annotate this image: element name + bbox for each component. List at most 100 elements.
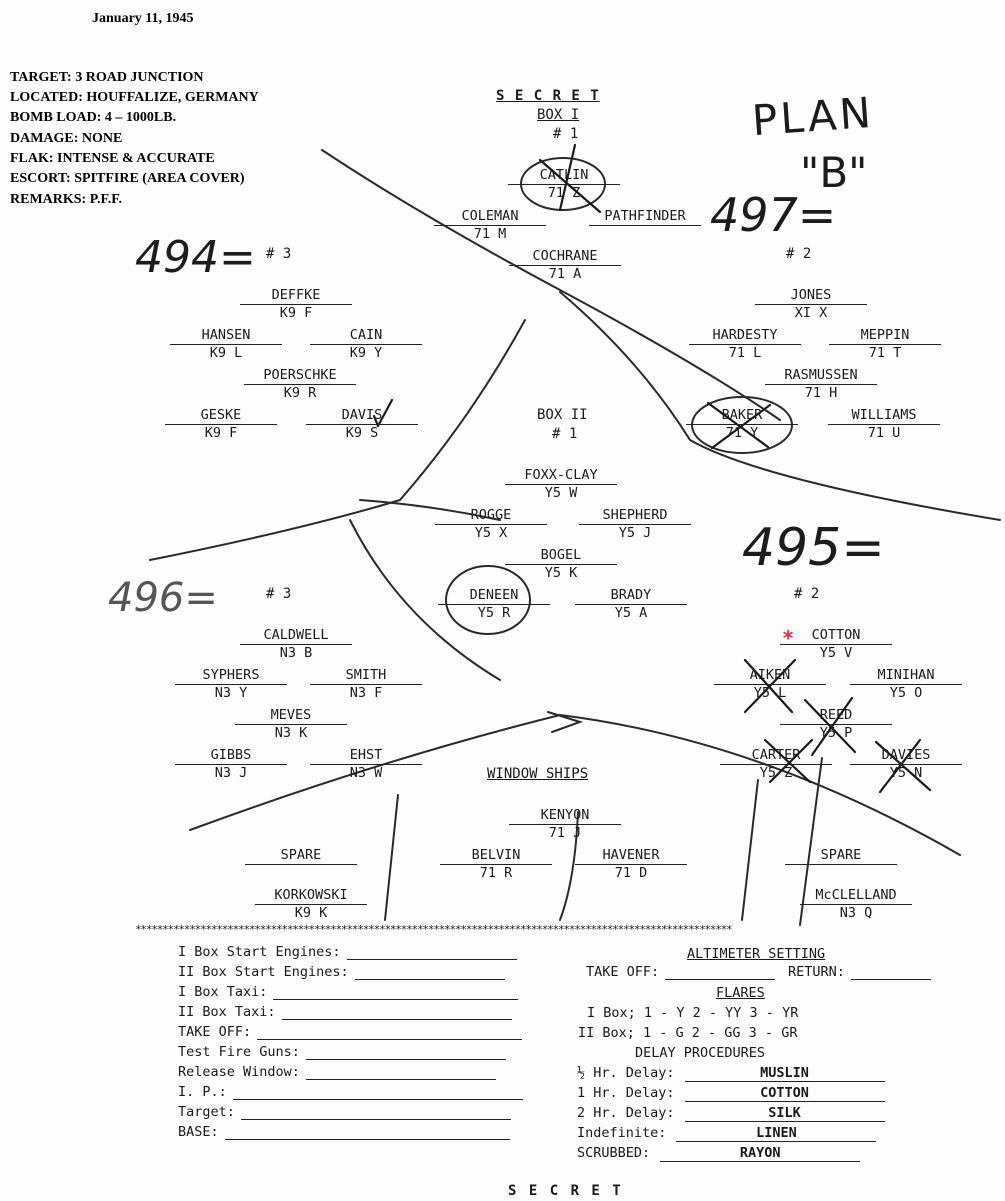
box1-flight2-number: # 2 [786,246,812,262]
box2-flight2-number: # 2 [794,586,820,602]
flares-box1: I Box; 1 - Y 2 - YY 3 - YR [587,1005,799,1021]
delay-row-5: SCRUBBED:RAYON [577,1145,861,1162]
form-row-10: BASE: [178,1124,510,1140]
form-row-2: II Box Start Engines: [178,964,505,980]
blank-field[interactable] [305,1046,506,1060]
handwritten-495: 495= [742,518,885,578]
window-ships-title: WINDOW SHIPS [487,766,589,782]
form-row-5: TAKE OFF: [178,1024,523,1040]
target-line: TARGET: 3 ROAD JUNCTION [10,70,204,85]
delay-title: DELAY PROCEDURES [635,1045,766,1061]
delay-row-1: ½ Hr. Delay:MUSLIN [577,1065,885,1082]
blank-field[interactable] [240,1106,511,1120]
altimeter-take-off: TAKE OFF: [586,964,776,980]
delay-row-2: 1 Hr. Delay:COTTON [577,1085,885,1102]
handwritten-plan: PLAN [750,87,876,146]
asterisk-separator: ****************************************… [135,923,733,936]
form-row-4: II Box Taxi: [178,1004,512,1020]
handwritten-plan-b: "B" [800,148,868,197]
handwritten-497: 497= [710,188,837,242]
blank-field[interactable] [257,1026,523,1040]
flares-title: FLARES [716,985,765,1001]
form-row-3: I Box Taxi: [178,984,519,1000]
blank-field[interactable] [850,966,931,980]
mission-date: January 11, 1945 [92,11,194,26]
form-row-8: I. P.: [178,1084,523,1100]
escort-line: ESCORT: SPITFIRE (AREA COVER) [10,171,245,186]
blank-field[interactable] [232,1086,523,1100]
box2-title: BOX II [537,407,588,423]
remarks-line: REMARKS: P.F.F. [10,192,123,207]
blank-field[interactable] [346,946,517,960]
damage-line: DAMAGE: NONE [10,131,123,146]
slot-box1-pathfinder: PATHFINDER [589,208,701,226]
blank-field[interactable] [273,986,519,1000]
handwritten-496: 496= [108,575,218,621]
box1-lead-flight-number: # 1 [553,126,579,142]
secret-top: S E C R E T [496,88,600,104]
form-row-7: Release Window: [178,1064,496,1080]
spare-right-label: SPARE [785,847,897,865]
flares-box2: II Box; 1 - G 2 - GG 3 - GR [578,1025,798,1041]
altimeter-title: ALTIMETER SETTING [687,946,826,962]
secret-bottom: S E C R E T [508,1183,623,1199]
delay-row-4: Indefinite:LINEN [577,1125,877,1142]
form-row-9: Target: [178,1104,511,1120]
blank-field[interactable] [224,1126,510,1140]
box1-flight3-number: # 3 [266,246,292,262]
spare-left-label: SPARE [245,847,357,865]
blank-field[interactable] [305,1066,496,1080]
altimeter-return: RETURN: [788,964,931,980]
box1-title: BOX I [537,107,580,123]
form-row-1: I Box Start Engines: [178,944,517,960]
blank-field[interactable] [665,966,776,980]
flak-line: FLAK: INTENSE & ACCURATE [10,151,215,166]
box2-flight3-number: # 3 [266,586,292,602]
handwritten-494: 494= [135,232,256,283]
form-row-6: Test Fire Guns: [178,1044,506,1060]
delay-row-3: 2 Hr. Delay:SILK [577,1105,885,1122]
box2-lead-flight-number: # 1 [552,426,578,442]
blank-field[interactable] [281,1006,512,1020]
blank-field[interactable] [354,966,505,980]
